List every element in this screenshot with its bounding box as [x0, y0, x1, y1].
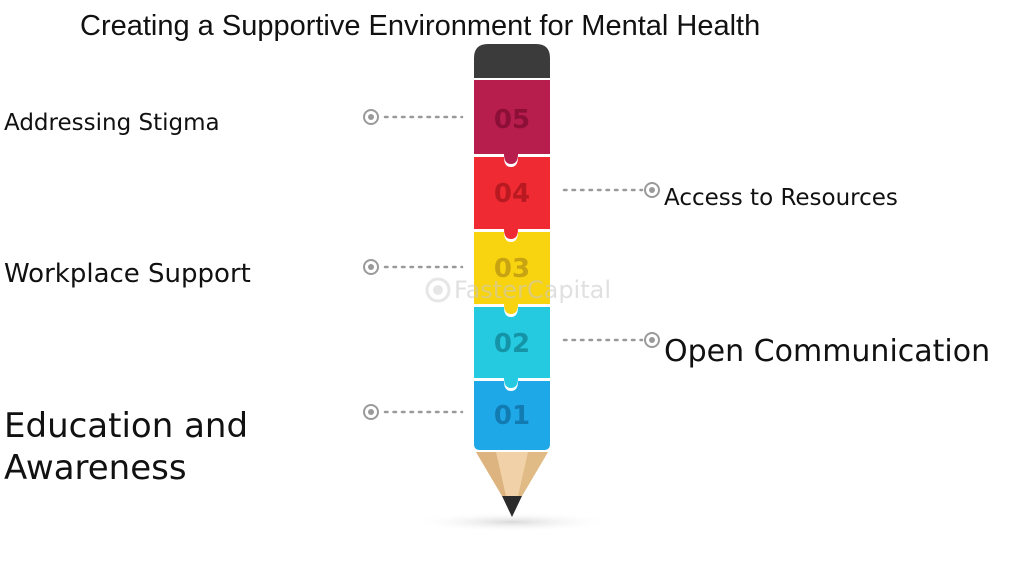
pencil-segment-03: 03: [474, 232, 550, 314]
pencil-tip: [502, 496, 522, 517]
step-number-03: 03: [494, 254, 530, 284]
pencil-segment-02: 02: [474, 307, 550, 388]
connector-05: [363, 109, 464, 125]
connector-04: [562, 182, 660, 198]
pencil-shadow: [412, 512, 612, 532]
connector-03: [363, 259, 464, 275]
connector-02: [562, 332, 660, 348]
pencil-wood-shade-right: [518, 452, 548, 496]
step-number-05: 05: [494, 105, 530, 135]
pencil-segment-01: 01: [474, 381, 550, 450]
diagram-title: Creating a Supportive Environment for Me…: [80, 10, 761, 42]
step-label-workplace-support: Workplace Support: [4, 259, 251, 289]
pencil-segment-04: 04: [474, 157, 550, 239]
step-number-04: 04: [494, 179, 530, 209]
watermark-text: FasterCapital: [454, 276, 611, 304]
step-label-education-and-awareness: Education and Awareness: [4, 406, 249, 488]
step-label-access-to-resources: Access to Resources: [664, 185, 898, 211]
pencil-eraser: [474, 44, 550, 78]
step-label-open-communication: Open Communication: [664, 334, 991, 369]
watermark-logo: FasterCapital: [425, 276, 611, 304]
pencil-wood-shade: [476, 452, 506, 496]
step-number-01: 01: [494, 401, 530, 431]
step-label-addressing-stigma: Addressing Stigma: [4, 110, 220, 136]
pencil-segment-05: 05: [474, 80, 550, 164]
connector-01: [363, 404, 464, 420]
step-number-02: 02: [494, 329, 530, 359]
